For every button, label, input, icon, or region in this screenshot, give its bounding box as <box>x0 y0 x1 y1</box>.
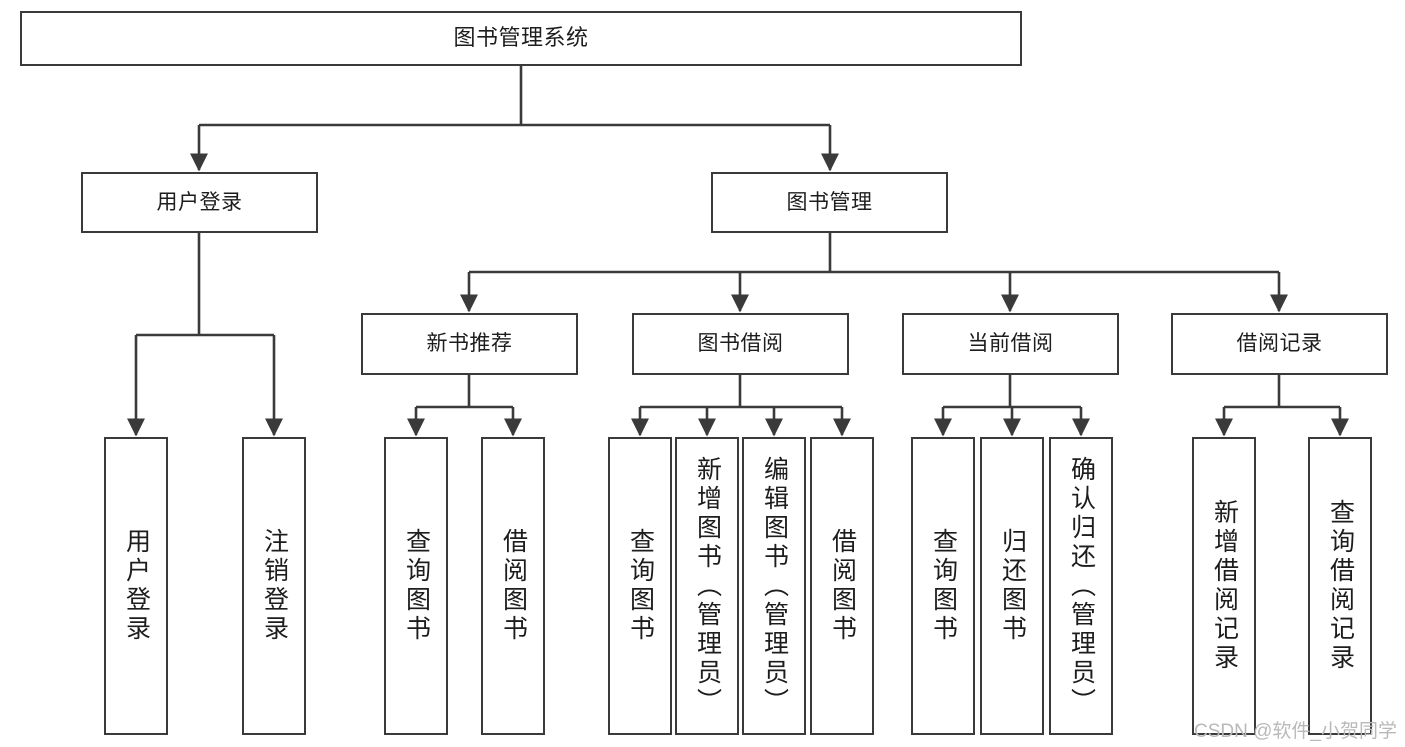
node-label: 注销登录 <box>260 528 289 644</box>
node-borrow-records[interactable]: 借阅记录 <box>1171 313 1388 375</box>
node-label: 借阅记录 <box>1236 332 1323 356</box>
leaf-borrow-add-book-admin[interactable]: 新增图书（管理员） <box>675 437 739 735</box>
node-label: 新增图书（管理员） <box>693 455 722 717</box>
node-label: 图书管理系统 <box>453 25 589 51</box>
node-label: 用户登录 <box>122 528 151 644</box>
node-label: 归还图书 <box>998 528 1027 644</box>
node-book-management[interactable]: 图书管理 <box>711 172 948 233</box>
leaf-record-add-borrow-record[interactable]: 新增借阅记录 <box>1192 437 1256 735</box>
node-current-borrowing[interactable]: 当前借阅 <box>902 313 1119 375</box>
leaf-borrow-borrow-book[interactable]: 借阅图书 <box>810 437 874 735</box>
leaf-current-confirm-return-admin[interactable]: 确认归还（管理员） <box>1049 437 1113 735</box>
node-label: 查询图书 <box>626 528 655 644</box>
leaf-borrow-query-book[interactable]: 查询图书 <box>608 437 672 735</box>
node-label: 新书推荐 <box>426 332 513 356</box>
leaf-new-book-query-book[interactable]: 查询图书 <box>384 437 448 735</box>
leaf-current-query-book[interactable]: 查询图书 <box>911 437 975 735</box>
node-new-book-recommendation[interactable]: 新书推荐 <box>361 313 578 375</box>
node-label: 确认归还（管理员） <box>1067 455 1096 717</box>
node-label: 查询图书 <box>929 528 958 644</box>
csdn-watermark: CSDN @软件_小贺同学 <box>1194 721 1397 742</box>
node-label: 用户登录 <box>156 190 243 214</box>
node-label: 当前借阅 <box>967 332 1054 356</box>
leaf-new-book-borrow-book[interactable]: 借阅图书 <box>481 437 545 735</box>
node-label: 查询借阅记录 <box>1326 499 1355 673</box>
node-label: 图书管理 <box>786 190 873 214</box>
node-label: 借阅图书 <box>499 528 528 644</box>
node-label: 编辑图书（管理员） <box>760 455 789 717</box>
leaf-user-login-login[interactable]: 用户登录 <box>104 437 168 735</box>
node-label: 新增借阅记录 <box>1210 499 1239 673</box>
node-label: 借阅图书 <box>828 528 857 644</box>
leaf-user-login-logout[interactable]: 注销登录 <box>242 437 306 735</box>
node-user-login[interactable]: 用户登录 <box>81 172 318 233</box>
node-root-book-management-system[interactable]: 图书管理系统 <box>20 11 1022 66</box>
leaf-record-query-borrow-record[interactable]: 查询借阅记录 <box>1308 437 1372 735</box>
node-book-borrowing[interactable]: 图书借阅 <box>632 313 849 375</box>
node-label: 图书借阅 <box>697 332 784 356</box>
leaf-borrow-edit-book-admin[interactable]: 编辑图书（管理员） <box>742 437 806 735</box>
leaf-current-return-book[interactable]: 归还图书 <box>980 437 1044 735</box>
node-label: 查询图书 <box>402 528 431 644</box>
